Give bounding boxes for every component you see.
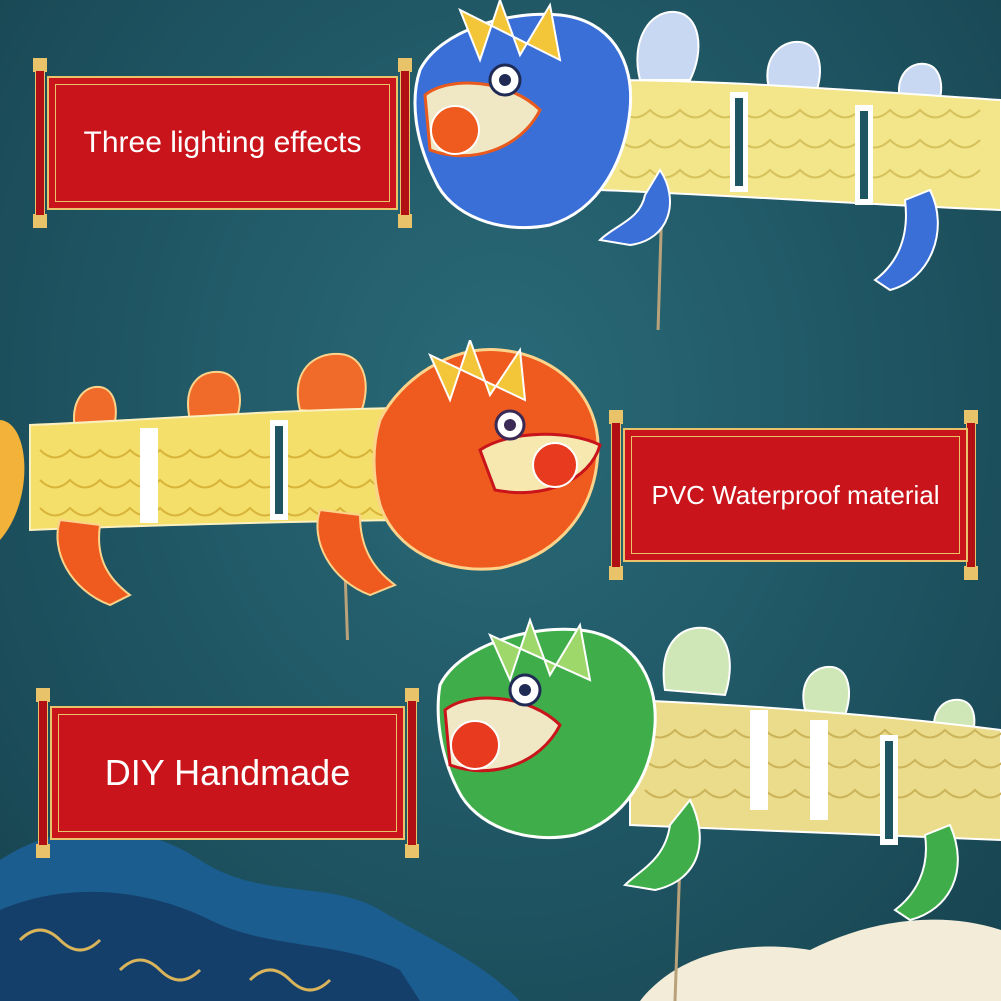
- banner-lighting-effects: Three lighting effects: [25, 58, 420, 228]
- banner-text: DIY Handmade: [104, 752, 351, 793]
- scroll-cap: [36, 844, 50, 858]
- scroll-rod: [38, 700, 48, 846]
- scroll-cap: [33, 214, 47, 228]
- scroll-cap: [398, 214, 412, 228]
- scroll-rod: [407, 700, 417, 846]
- dragon-lantern-blue-icon: [413, 0, 1001, 330]
- scroll-cap: [398, 58, 412, 72]
- ocean-wave-icon: [0, 830, 520, 1001]
- scroll-cap: [609, 410, 623, 424]
- dragon-lantern-orange-icon: [0, 340, 602, 640]
- scroll-cap: [964, 410, 978, 424]
- scroll-cap: [609, 566, 623, 580]
- scroll-rod: [35, 70, 45, 216]
- banner-pvc-waterproof: PVC Waterproof material: [603, 410, 988, 580]
- dragon-lantern-green-icon: [436, 616, 1001, 1001]
- scroll-cap: [33, 58, 47, 72]
- banner-panel: PVC Waterproof material: [623, 428, 968, 562]
- banner-text: Three lighting effects: [83, 126, 362, 159]
- banner-text: PVC Waterproof material: [651, 479, 940, 510]
- scroll-cap: [36, 688, 50, 702]
- cloud-icon: [640, 919, 1001, 1001]
- banner-panel: Three lighting effects: [47, 76, 398, 210]
- scroll-cap: [405, 688, 419, 702]
- scroll-cap: [964, 566, 978, 580]
- banner-panel: DIY Handmade: [50, 706, 405, 840]
- scroll-cap: [405, 844, 419, 858]
- scroll-rod: [400, 70, 410, 216]
- banner-diy-handmade: DIY Handmade: [30, 688, 425, 858]
- scroll-rod: [611, 422, 621, 568]
